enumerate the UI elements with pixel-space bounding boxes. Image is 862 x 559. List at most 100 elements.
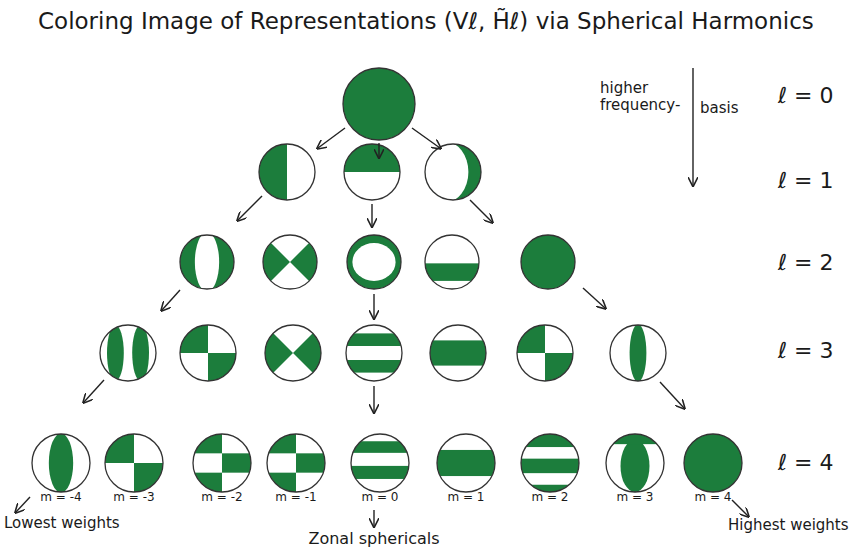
sphere-fill <box>346 333 402 372</box>
sphere-ground <box>521 434 579 492</box>
sphere-fill <box>437 450 495 476</box>
sphere <box>32 433 90 492</box>
arrow <box>16 497 30 512</box>
sphere <box>343 68 415 140</box>
green-patch <box>347 235 401 289</box>
degree-label: ℓ = 1 <box>778 168 834 193</box>
arrow <box>732 500 748 516</box>
sphere-outline <box>259 144 315 200</box>
sphere-outline <box>437 434 495 492</box>
sphere-ground <box>193 434 251 492</box>
green-patch <box>430 340 486 365</box>
sphere-fill <box>630 324 647 381</box>
sphere-fill <box>425 263 479 281</box>
sphere <box>610 324 666 381</box>
sphere-fill <box>263 235 317 289</box>
sphere-fill <box>49 433 73 492</box>
sphere <box>344 144 400 200</box>
arrow <box>378 143 379 157</box>
degree-label: ℓ = 2 <box>778 250 834 275</box>
green-patch <box>521 459 579 474</box>
green-patch <box>296 453 325 472</box>
arrow <box>84 380 104 402</box>
sphere <box>425 235 479 289</box>
sphere-outline <box>347 235 401 289</box>
sphere-fill <box>684 434 742 492</box>
arrow <box>371 204 372 226</box>
green-patch <box>193 434 222 453</box>
arrow <box>162 290 180 310</box>
sphere-ground <box>346 325 402 381</box>
green-patch <box>132 325 149 381</box>
sphere-outline <box>684 434 742 492</box>
sphere-ground <box>430 325 486 381</box>
sphere-outline <box>430 325 486 381</box>
green-patch <box>521 235 575 289</box>
sphere-fill <box>107 325 149 381</box>
sphere <box>259 144 315 200</box>
sphere-fill <box>430 340 486 365</box>
sphere-outline <box>267 434 325 492</box>
green-patch <box>630 324 647 381</box>
sphere <box>263 235 317 289</box>
axis-note: basis <box>700 100 739 117</box>
green-patch <box>267 473 296 492</box>
axis-note: higher frequency- <box>600 80 680 115</box>
order-label: m = 3 <box>616 491 653 505</box>
green-patch <box>343 68 415 140</box>
sphere-outline <box>517 325 573 381</box>
green-patch <box>267 434 296 453</box>
green-patch <box>421 141 469 203</box>
sphere-outline <box>521 434 579 492</box>
sphere <box>180 232 234 291</box>
sphere-ground <box>684 434 742 492</box>
sphere-ground <box>32 434 90 492</box>
green-patch <box>290 235 317 289</box>
sphere-outline <box>351 434 409 492</box>
degree-label: ℓ = 4 <box>778 450 834 475</box>
green-patch <box>437 450 495 476</box>
sphere-ground <box>347 235 401 289</box>
arrow <box>692 68 693 185</box>
sphere-outline <box>180 235 234 289</box>
sphere <box>346 325 402 381</box>
sphere <box>437 434 495 492</box>
sphere-fill <box>180 232 234 291</box>
green-patch <box>621 440 650 492</box>
sphere-ground <box>425 235 479 289</box>
sphere-fill <box>521 235 575 289</box>
green-patch <box>265 325 293 381</box>
green-patch <box>263 235 290 289</box>
sphere <box>265 325 321 381</box>
sphere-fill <box>521 434 579 493</box>
sphere-ground <box>265 325 321 381</box>
green-patch <box>195 232 219 291</box>
sphere-ground <box>100 325 156 381</box>
arrow <box>660 382 684 408</box>
green-patch <box>425 263 479 281</box>
sphere-fill <box>344 144 400 172</box>
sphere-ground <box>344 144 400 200</box>
green-patch <box>222 453 251 472</box>
sphere-fill <box>421 141 481 203</box>
sphere <box>351 434 409 492</box>
arrow <box>373 386 374 412</box>
arrow <box>470 200 492 222</box>
sphere-outline <box>606 434 664 492</box>
green-patch <box>49 433 73 492</box>
sphere-outline <box>521 235 575 289</box>
sphere-fill <box>347 235 401 289</box>
sphere <box>180 325 236 381</box>
arrow <box>373 510 374 526</box>
green-patch <box>352 243 395 281</box>
sphere-ground <box>606 434 664 492</box>
sphere-outline <box>610 325 666 381</box>
order-label: m = -1 <box>275 491 316 505</box>
order-label: m = 4 <box>694 491 731 505</box>
order-label: m = -3 <box>113 491 154 505</box>
green-patch <box>351 466 409 479</box>
title: Coloring Image of Representations (Vℓ, H… <box>38 8 814 34</box>
note-label: Lowest weights <box>4 515 120 532</box>
sphere-outline <box>105 434 163 492</box>
sphere-ground <box>259 144 315 200</box>
